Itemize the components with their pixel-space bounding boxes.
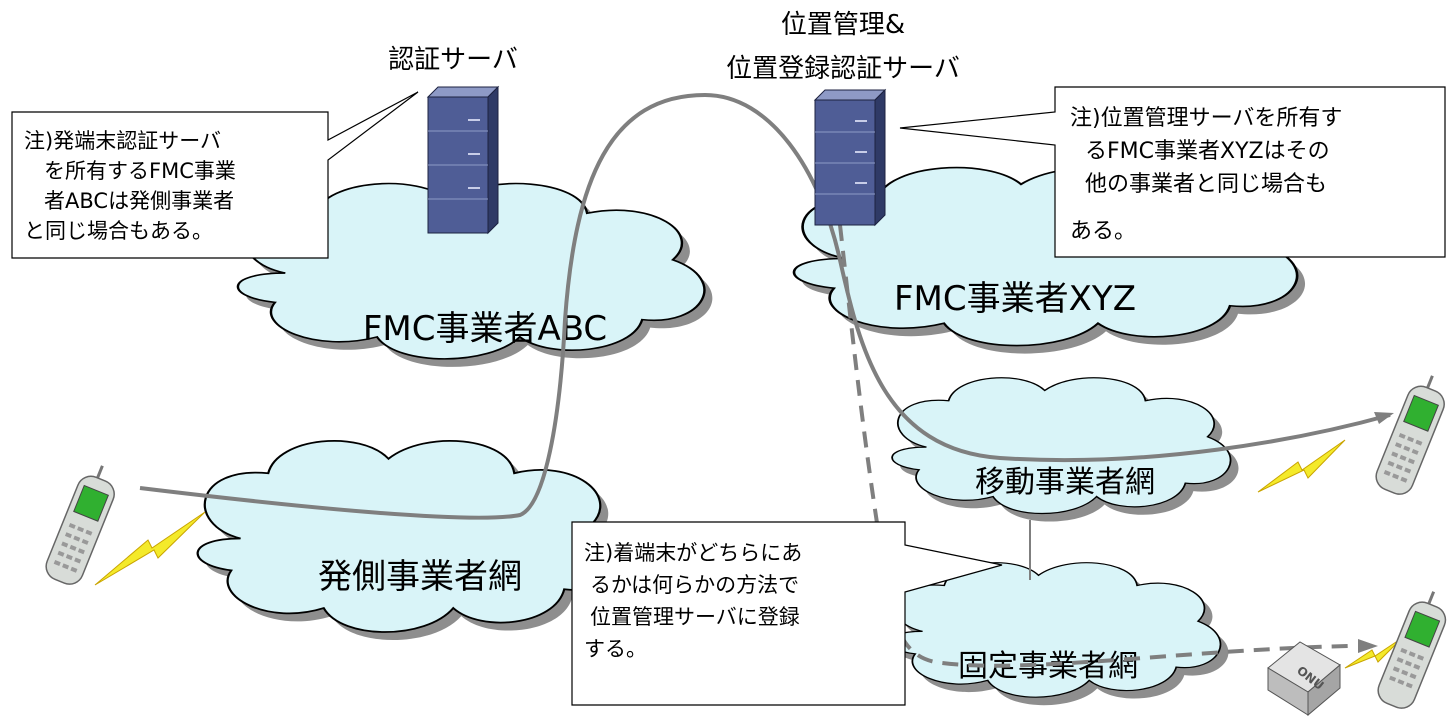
wireless-bolt-icon-mobile <box>1257 439 1346 493</box>
cloud-fmc-xyz: FMC事業者XYZ <box>792 166 1306 354</box>
note-right-callout: 注)位置管理サーバを所有す るFMC事業者XYZはその 他の事業者と同じ場合も … <box>899 86 1446 258</box>
cloud-label-fixed: 固定事業者網 <box>958 649 1138 684</box>
note-left-line-4: と同じ場合もある。 <box>24 219 213 243</box>
note-bottom-line-4: する。 <box>584 637 647 661</box>
note-bottom-line-1: 注)着端末がどちらにあ <box>584 541 802 565</box>
location-server-label-line1: 位置管理& <box>781 10 905 40</box>
registration-path-arrowhead <box>1358 639 1378 653</box>
location-server-icon <box>813 88 887 227</box>
call-path-arrowhead <box>1374 412 1394 424</box>
auth-server-label: 認証サーバ <box>388 45 518 75</box>
origin-phone-icon <box>45 465 115 585</box>
onu-device-icon: ONU <box>1267 641 1341 717</box>
mobile-network-phone-icon <box>1375 375 1445 495</box>
note-left-line-3: 者ABCは発側事業者 <box>44 189 234 213</box>
note-right-line-4: ある。 <box>1070 219 1136 244</box>
cloud-label-mobile: 移動事業者網 <box>975 465 1155 500</box>
cloud-label-origin: 発側事業者網 <box>318 557 522 597</box>
cloud-label-xyz: FMC事業者XYZ <box>894 279 1136 319</box>
note-bottom-line-2: るかは何らかの方法で <box>590 573 799 597</box>
cloud-fixed-network: 固定事業者網 <box>888 561 1229 706</box>
cloud-origin-network: 発側事業者網 <box>196 439 629 641</box>
fixed-network-phone-icon <box>1377 591 1447 709</box>
note-bottom-callout: 注)着端末がどちらにあ るかは何らかの方法で 位置管理サーバに登録 する。 <box>571 521 1003 706</box>
note-right-line-2: るFMC事業者XYZはその <box>1085 139 1330 164</box>
note-left-line-2: を所有するFMC事業 <box>44 159 236 183</box>
note-right-line-3: 他の事業者と同じ場合も <box>1085 172 1327 197</box>
note-bottom-line-3: 位置管理サーバに登録 <box>590 605 800 629</box>
note-left-callout: 注)発端末認証サーバ を所有するFMC事業 者ABCは発側事業者 と同じ場合もあ… <box>11 91 419 259</box>
note-left-line-1: 注)発端末認証サーバ <box>24 129 221 153</box>
call-path <box>139 92 1391 520</box>
auth-server-icon <box>426 85 500 235</box>
location-server-label-line2: 位置登録認証サーバ <box>726 54 960 84</box>
cloud-mobile-network: 移動事業者網 <box>891 376 1239 522</box>
cloud-label-abc: FMC事業者ABC <box>363 309 607 349</box>
wireless-bolt-icon-origin <box>94 511 206 586</box>
note-right-line-1: 注)位置管理サーバを所有す <box>1070 106 1342 131</box>
